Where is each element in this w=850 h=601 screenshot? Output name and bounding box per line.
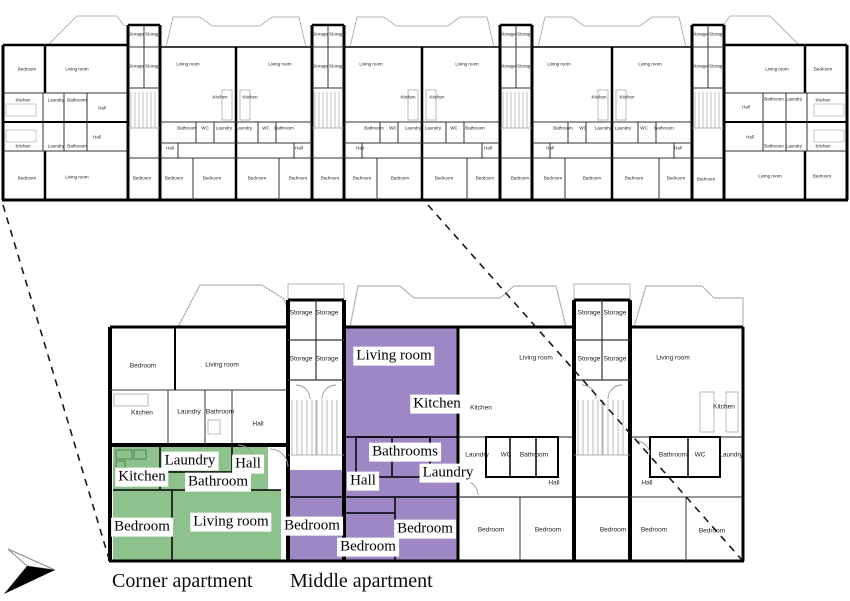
caption-corner-apartment: Corner apartment [112,570,253,592]
north-arrow-icon [4,548,56,594]
caption-middle-apartment: Middle apartment [290,570,433,592]
